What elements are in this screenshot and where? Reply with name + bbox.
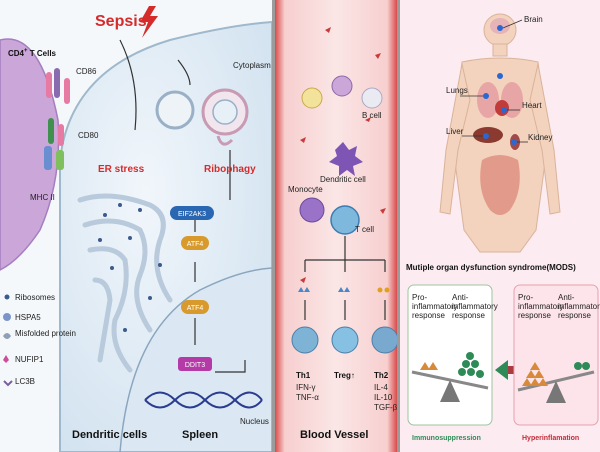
hyper-anti-3: response: [558, 311, 591, 320]
brain-label: Brain: [524, 15, 543, 24]
er-stress-label: ER stress: [98, 164, 145, 175]
hyperinflammation-box: [513, 284, 599, 426]
th2-cytokine-1: IL-4: [374, 383, 388, 392]
th2-cytokine-3: TGF-β: [374, 403, 398, 412]
legend-misfolded: Misfolded protein: [15, 329, 76, 338]
th1-cell: [291, 326, 319, 354]
monocyte-label: Monocyte: [288, 185, 323, 194]
hyper-pro-3: response: [518, 311, 551, 320]
kidney-label: Kidney: [528, 133, 552, 142]
spleen-label: Spleen: [182, 429, 218, 441]
endoplasmic-reticulum: [77, 193, 173, 373]
intestines: [480, 155, 520, 215]
dendritic-cells-label: Dendritic cells: [72, 429, 147, 441]
cd4-t-cells-label: CD4+ T Cells: [8, 48, 57, 58]
cytokine-markers: [298, 287, 390, 293]
b-cell: [361, 87, 383, 109]
immunosuppression-box: [407, 284, 493, 426]
autolysosome-tail: [216, 135, 234, 146]
immuno-pro-1: Pro-: [412, 293, 427, 302]
organ-leader-lines: [460, 19, 528, 143]
th1-cytokine-1: IFN-γ: [296, 383, 316, 392]
red-blood-cells: [300, 27, 386, 283]
immuno-anti-3: response: [452, 311, 485, 320]
dendritic-cell-label: Dendritic cell: [320, 175, 366, 184]
blood-vessel-label: Blood Vessel: [300, 429, 368, 441]
atf4-label-1: ATF4: [187, 241, 204, 248]
immuno-pro-3: response: [412, 311, 445, 320]
treg-cell: [331, 326, 359, 354]
cd80-label: CD80: [78, 131, 99, 140]
atf4-box-2: [181, 300, 209, 314]
th2-cytokine-2: IL-10: [374, 393, 393, 402]
phagophore: [155, 90, 195, 130]
cytoplasm-label: Cytoplasm: [233, 61, 271, 70]
atf4-label-2: ATF4: [187, 305, 204, 312]
ribophagy-label: Ribophagy: [204, 164, 256, 175]
legend: Ribosomes HSPA5 Misfolded protein NUFIP1…: [15, 293, 76, 386]
eif2ak3-box: [170, 206, 214, 220]
seesaw-hyper: [517, 362, 595, 403]
immuno-pro-2: inflammatory: [412, 302, 458, 311]
signal-arrows: [119, 39, 246, 373]
legend-nufip1: NUFIP1: [15, 355, 44, 364]
immuno-anti-2: inflammatory: [452, 302, 498, 311]
ddit3-label: DDIT3: [185, 362, 205, 369]
immunosuppression-label: Immunosuppression: [412, 435, 481, 442]
t-cell-label: T cell: [355, 225, 374, 234]
monocyte: [299, 197, 325, 223]
hyperinflammation-label: Hyperinflamation: [522, 435, 579, 442]
left-lung: [477, 82, 499, 118]
heart-label: Heart: [522, 101, 542, 110]
cd86-label: CD86: [76, 67, 97, 76]
dna-helix: [144, 391, 263, 409]
ddit3-box: [178, 357, 212, 371]
panel-divider-1: [272, 0, 275, 452]
hyper-pro-1: Pro-: [518, 293, 533, 302]
mhc-ii-label: MHC II: [30, 193, 55, 202]
sepsis-title: Sepsis: [95, 13, 147, 30]
hyper-anti-1: Anti-: [558, 293, 575, 302]
legend-markers: [3, 294, 13, 387]
dendritic-cell-icon: [329, 142, 363, 176]
legend-hspa5: HSPA5: [15, 313, 41, 322]
arrow-left-green: [495, 360, 520, 380]
atf4-box-1: [181, 236, 209, 250]
hyper-pro-2: inflammatory: [518, 302, 564, 311]
purple-cell: [331, 75, 353, 97]
yellow-cell: [301, 87, 323, 109]
lightning-icon: [140, 6, 158, 38]
t-cell: [330, 205, 360, 235]
immuno-anti-1: Anti-: [452, 293, 469, 302]
legend-ribosomes: Ribosomes: [15, 293, 55, 302]
panel-divider-2: [397, 0, 400, 452]
treg-label: Treg↑: [334, 371, 355, 380]
autophagosome-inner: [212, 99, 238, 125]
legend-lc3b: LC3B: [15, 377, 35, 386]
th2-label: Th2: [374, 371, 389, 380]
th1-cytokine-2: TNF-α: [296, 393, 319, 402]
b-cell-label: B cell: [362, 111, 382, 120]
hyper-anti-2: inflammatory: [558, 302, 600, 311]
eif2ak3-label: EIF2AK3: [178, 211, 206, 218]
th1-label: Th1: [296, 371, 311, 380]
t-cell-branches: [304, 236, 386, 320]
surface-receptors: [44, 68, 70, 170]
seesaw-immuno: [411, 352, 489, 402]
th2-cell: [371, 326, 399, 354]
nucleus-label: Nucleus: [240, 417, 269, 426]
lungs-label: Lungs: [446, 86, 468, 95]
ribosome-dots: [98, 203, 162, 332]
organ-markers: [483, 25, 517, 145]
mods-title: Mutiple organ dysfunction syndrome(MODS): [406, 263, 576, 272]
liver-label: Liver: [446, 127, 464, 136]
